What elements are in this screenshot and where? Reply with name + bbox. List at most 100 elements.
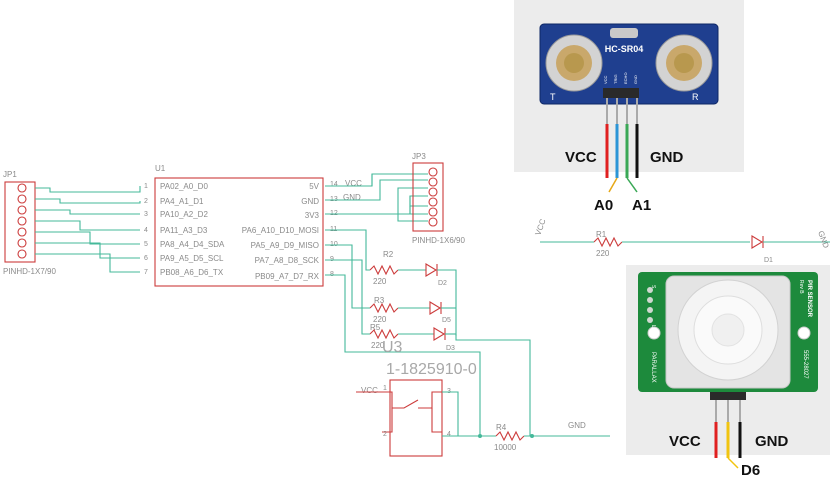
u1-microcontroller: U1 1 2 3 4 5 6 7 PA02_A0_D0 PA4_A1_D1 PA… bbox=[144, 164, 338, 287]
svg-text:3: 3 bbox=[144, 211, 148, 218]
d6-arrow bbox=[727, 457, 739, 469]
u1-left-pin-names: PA02_A0_D0 PA4_A1_D1 PA10_A2_D2 PA11_A3_… bbox=[160, 182, 225, 277]
u3-ref: U3 bbox=[382, 339, 403, 356]
a1-label: A1 bbox=[632, 197, 651, 214]
u1-gnd-net: GND bbox=[343, 193, 361, 202]
resistor-r4: R4 10000 GND bbox=[442, 421, 610, 452]
jp1-ref: JP1 bbox=[3, 170, 17, 179]
svg-text:220: 220 bbox=[373, 277, 387, 286]
svg-text:PA4_A1_D1: PA4_A1_D1 bbox=[160, 197, 204, 206]
svg-text:PA10_A2_D2: PA10_A2_D2 bbox=[160, 210, 208, 219]
a1-arrow bbox=[626, 177, 638, 193]
pir-vcc-label: VCC bbox=[669, 433, 701, 450]
u3-body bbox=[389, 379, 443, 457]
svg-text:220: 220 bbox=[371, 341, 385, 350]
svg-text:10000: 10000 bbox=[494, 443, 517, 452]
svg-text:PA5_A9_D9_MISO: PA5_A9_D9_MISO bbox=[251, 241, 319, 250]
r1-d1-branch: VCC R1 220 D1 GND bbox=[533, 218, 830, 264]
svg-text:Rev B: Rev B bbox=[798, 280, 804, 294]
svg-text:5: 5 bbox=[144, 241, 148, 248]
svg-text:4: 4 bbox=[144, 227, 148, 234]
d6-label: D6 bbox=[741, 462, 760, 479]
svg-text:GND: GND bbox=[301, 197, 319, 206]
svg-text:D3: D3 bbox=[446, 345, 455, 352]
svg-text:T: T bbox=[550, 92, 556, 102]
u3-switch: U3 1-1825910-0 VCC 1 2 3 4 bbox=[356, 339, 477, 457]
svg-text:R1: R1 bbox=[596, 230, 607, 239]
svg-text:PB08_A6_D6_TX: PB08_A6_D6_TX bbox=[160, 268, 224, 277]
jp3-part: PINHD-1X6/90 bbox=[412, 236, 465, 245]
svg-text:PA9_A5_D5_SCL: PA9_A5_D5_SCL bbox=[160, 254, 224, 263]
jp3-body bbox=[412, 162, 444, 232]
svg-text:PIR SENSOR: PIR SENSOR bbox=[806, 280, 812, 318]
svg-text:555-28027: 555-28027 bbox=[802, 350, 808, 379]
svg-text:7: 7 bbox=[144, 269, 148, 276]
pir-gnd-label: GND bbox=[755, 433, 789, 450]
svg-text:2: 2 bbox=[144, 198, 148, 205]
svg-text:PA02_A0_D0: PA02_A0_D0 bbox=[160, 182, 208, 191]
svg-text:D5: D5 bbox=[442, 317, 451, 324]
led-d3: D3 bbox=[433, 327, 455, 352]
svg-text:14: 14 bbox=[330, 181, 338, 188]
u1-jp3-wires bbox=[325, 173, 428, 222]
jp1-u1-wires bbox=[35, 186, 141, 273]
hcsr04-model: HC-SR04 bbox=[605, 44, 644, 54]
svg-text:6: 6 bbox=[144, 255, 148, 262]
resistor-r5: R5 220 bbox=[369, 323, 399, 350]
svg-text:D2: D2 bbox=[438, 280, 447, 287]
svg-text:VCC: VCC bbox=[533, 218, 547, 237]
ultrasonic-module: HC-SR04 T R VCC TRIG ECHO GND VCC GND A0… bbox=[514, 0, 744, 214]
gnd-bottom-net: GND bbox=[568, 421, 586, 430]
svg-text:PARALLAX: PARALLAX bbox=[650, 352, 656, 383]
u1-vcc-net: VCC bbox=[345, 179, 362, 188]
svg-text:PB09_A7_D7_RX: PB09_A7_D7_RX bbox=[255, 272, 320, 281]
svg-text:L: L bbox=[650, 325, 656, 328]
svg-text:5V: 5V bbox=[309, 182, 319, 191]
a0-arrow bbox=[608, 177, 618, 193]
svg-text:S: S bbox=[650, 285, 656, 289]
u1-ref: U1 bbox=[155, 164, 166, 173]
svg-text:GND: GND bbox=[816, 230, 831, 250]
svg-text:R4: R4 bbox=[496, 423, 507, 432]
svg-text:TRIG: TRIG bbox=[613, 74, 618, 84]
led-bank: R2 220 D2 R3 220 D5 R5 220 bbox=[325, 229, 531, 436]
led-d5: D5 bbox=[429, 301, 451, 324]
svg-text:1: 1 bbox=[144, 183, 148, 190]
jp1-body bbox=[4, 181, 36, 263]
svg-text:R5: R5 bbox=[370, 323, 381, 332]
svg-text:220: 220 bbox=[373, 315, 387, 324]
u1-left-pin-numbers: 1 2 3 4 5 6 7 bbox=[144, 183, 148, 276]
svg-text:VCC: VCC bbox=[603, 75, 608, 84]
svg-text:PA11_A3_D3: PA11_A3_D3 bbox=[160, 226, 208, 235]
hcsr04-vcc-label: VCC bbox=[565, 149, 597, 166]
jp1-header: JP1 PINHD-1X7/90 bbox=[3, 170, 56, 276]
jp1-part: PINHD-1X7/90 bbox=[3, 267, 56, 276]
a0-label: A0 bbox=[594, 197, 613, 214]
u1-body bbox=[154, 177, 324, 287]
svg-text:R3: R3 bbox=[374, 296, 385, 305]
svg-text:220: 220 bbox=[596, 249, 610, 258]
hcsr04-pin-labels: VCC TRIG ECHO GND bbox=[603, 72, 638, 84]
jp3-header: JP3 PINHD-1X6/90 bbox=[412, 152, 465, 245]
svg-text:2: 2 bbox=[383, 431, 387, 438]
svg-text:R2: R2 bbox=[383, 250, 394, 259]
svg-text:1: 1 bbox=[383, 385, 387, 392]
hcsr04-gnd-label: GND bbox=[650, 149, 684, 166]
svg-text:ECHO: ECHO bbox=[623, 72, 628, 84]
svg-text:D1: D1 bbox=[764, 257, 773, 264]
svg-text:3V3: 3V3 bbox=[305, 211, 320, 220]
svg-text:R: R bbox=[692, 92, 699, 102]
svg-text:4: 4 bbox=[447, 431, 451, 438]
svg-text:PA7_A8_D8_SCK: PA7_A8_D8_SCK bbox=[255, 256, 320, 265]
u3-wire bbox=[442, 391, 459, 436]
resistor-r3: R3 220 bbox=[369, 296, 399, 324]
pir-module: S L PIR SENSOR Rev B PARALLAX 555-28027 … bbox=[626, 265, 830, 479]
jp3-ref: JP3 bbox=[412, 152, 426, 161]
led-d2: D2 bbox=[425, 263, 447, 287]
u3-vcc: VCC bbox=[361, 386, 378, 395]
svg-text:GND: GND bbox=[633, 75, 638, 84]
svg-text:PA6_A10_D10_MOSI: PA6_A10_D10_MOSI bbox=[242, 226, 319, 235]
jp1-pins bbox=[17, 183, 27, 259]
svg-text:PA8_A4_D4_SDA: PA8_A4_D4_SDA bbox=[160, 240, 225, 249]
